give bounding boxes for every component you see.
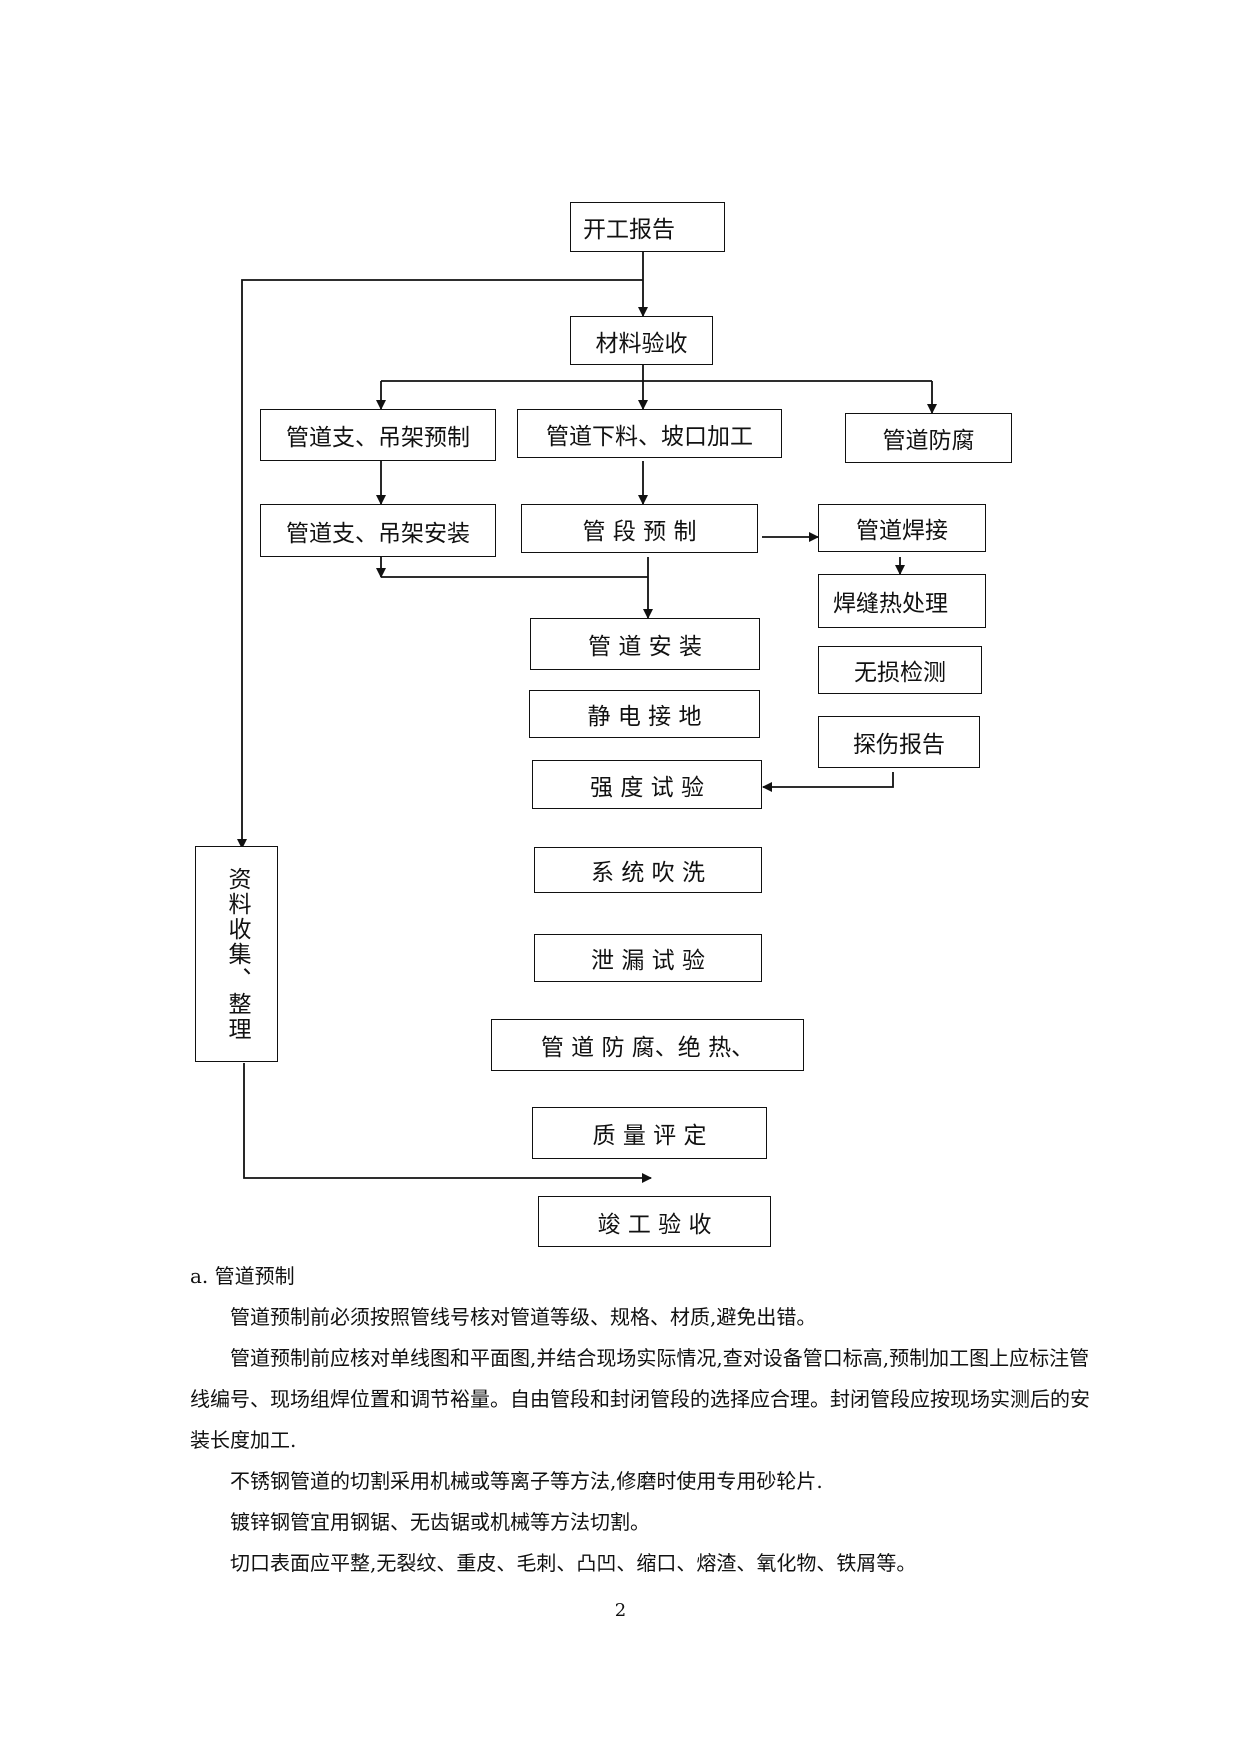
node-cutting-bevel: 管道下料、坡口加工	[517, 409, 782, 458]
node-grounding: 静 电 接 地	[529, 690, 760, 738]
node-anticorrosion: 管道防腐	[845, 413, 1012, 463]
paragraph: 管道预制前必须按照管线号核对管道等级、规格、材质,避免出错。	[230, 1305, 817, 1329]
paragraph: 镀锌钢管宜用钢锯、无齿锯或机械等方法切割。	[230, 1510, 650, 1534]
node-leak-test: 泄 漏 试 验	[534, 934, 762, 982]
node-strength-test: 强 度 试 验	[532, 760, 762, 809]
section-pipe-prefab: a. 管道预制 管道预制前必须按照管线号核对管道等级、规格、材质,避免出错。 管…	[190, 1256, 1102, 1584]
documentation-label: 资料收集、整理	[224, 866, 250, 1042]
node-material-check: 材料验收	[570, 316, 713, 365]
node-flushing: 系 统 吹 洗	[534, 847, 762, 893]
node-completion: 竣 工 验 收	[538, 1196, 771, 1247]
node-documentation: 资料收集、整理	[195, 846, 278, 1062]
paragraph: 管道预制前应核对单线图和平面图,并结合现场实际情况,查对设备管口标高,预制加工图…	[190, 1346, 1090, 1452]
paragraph: 切口表面应平整,无裂纹、重皮、毛刺、凸凹、缩口、熔渣、氧化物、铁屑等。	[230, 1551, 917, 1575]
node-start-report: 开工报告	[570, 202, 725, 252]
paragraph: 不锈钢管道的切割采用机械或等离子等方法,修磨时使用专用砂轮片.	[230, 1469, 823, 1493]
node-welding: 管道焊接	[818, 504, 986, 552]
node-segment-prefab: 管 段 预 制	[521, 504, 758, 553]
process-flowchart: 开工报告 材料验收 管道支、吊架预制 管道下料、坡口加工 管道防腐 管道支、吊架…	[195, 202, 1012, 1247]
node-support-prefab: 管道支、吊架预制	[260, 409, 496, 461]
page-number: 2	[614, 1600, 627, 1621]
flowchart-connectors	[237, 252, 937, 1183]
node-weld-heat-treat: 焊缝热处理	[818, 574, 986, 628]
node-quality-eval: 质 量 评 定	[532, 1107, 767, 1159]
node-anticorr-insulation: 管 道 防 腐、绝 热、	[491, 1019, 804, 1071]
node-flaw-report: 探伤报告	[818, 716, 980, 768]
node-ndt: 无损检测	[818, 646, 982, 694]
node-pipe-install: 管 道 安 装	[530, 618, 760, 670]
section-heading: a. 管道预制	[190, 1264, 295, 1288]
node-support-install: 管道支、吊架安装	[260, 504, 496, 557]
